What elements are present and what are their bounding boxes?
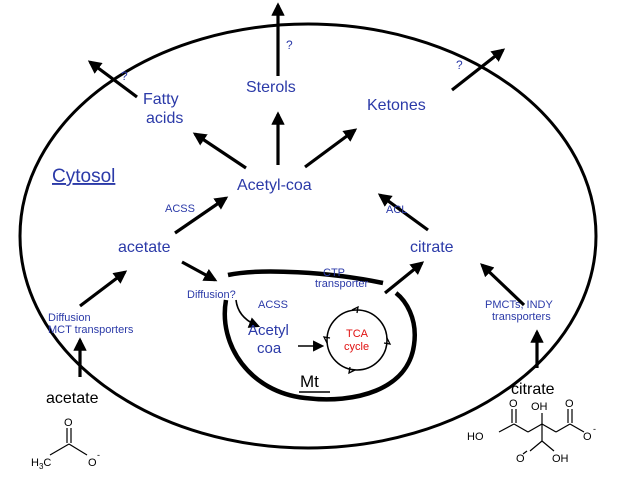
acetate-h3c: H3C [31, 457, 51, 471]
acetate-minus-charge: - [97, 450, 100, 460]
arrow-fatty-acids-out [87, 60, 138, 99]
acetate-bond-ch3 [49, 443, 70, 456]
acetate-bond-co-minus [68, 443, 88, 456]
mt-label: Mt [300, 372, 319, 391]
arrow-acetate-to-acetylcoa [174, 196, 229, 235]
citrate-bond-2 [513, 423, 529, 433]
mito-acetyl-coa-label-line1: Acetyl [248, 322, 289, 339]
arrow-acetate-diffusion [181, 260, 218, 282]
mitochondrion-membrane-top [227, 269, 384, 286]
arrow-to-ketones [304, 128, 358, 169]
acetate-label: acetate [118, 239, 171, 256]
external-citrate-label: citrate [511, 381, 555, 398]
diffusion-mct-label-line2: MCT transporters [48, 324, 134, 336]
citrate-bond-3 [527, 423, 543, 433]
citrate-bottom-bonds [522, 450, 528, 455]
citrate-label: citrate [410, 239, 454, 256]
tca-label-line1: TCA [346, 328, 369, 340]
acss-cytosol-label: ACSS [165, 203, 195, 215]
acl-label: ACL [386, 204, 407, 216]
acetyl-coa-label: Acetyl-coa [237, 177, 312, 194]
acss-mito-label: ACSS [258, 299, 288, 311]
acetate-o-top: O [64, 417, 73, 429]
acetate-o-minus: O [88, 457, 97, 469]
citrate-o-minus-right: O [583, 431, 592, 443]
citrate-o-right: O [565, 398, 574, 410]
citrate-structure [498, 409, 585, 452]
citrate-bond-8 [541, 440, 555, 452]
unknown-mark-fatty-acids: ? [121, 69, 128, 83]
arrow-pmct-to-citrate [480, 263, 526, 307]
arrow-mito-acetate-to-acetylcoa [235, 299, 261, 328]
cytosol-label: Cytosol [52, 166, 115, 187]
mitochondrion-membrane-outer [222, 291, 417, 402]
citrate-bond-4 [541, 423, 557, 433]
pathway-arrows [73, 2, 544, 377]
arrow-ctp-to-citrate [383, 261, 425, 295]
pmct-indy-label-line1: PMCTs, INDY [485, 299, 554, 311]
citrate-double-bottom-1 [522, 450, 528, 455]
ketones-label: Ketones [367, 97, 426, 114]
arrow-citrate-to-acetylcoa [377, 193, 429, 232]
diffusion-question-label: Diffusion? [187, 289, 236, 301]
citrate-minus-charge: - [593, 424, 596, 434]
tca-cycle-arrow-3 [348, 366, 356, 375]
tca-cycle-arrow-4 [322, 336, 331, 344]
cell-membrane [18, 22, 598, 450]
mitochondrion [222, 269, 417, 402]
arrow-diffusion-to-acetate [79, 270, 128, 308]
citrate-bond-7 [529, 440, 543, 452]
citrate-ho-left: HO [467, 431, 484, 443]
external-acetate-label: acetate [46, 390, 99, 407]
unknown-mark-ketones: ? [456, 58, 463, 72]
diffusion-mct-label-line1: Diffusion [48, 312, 91, 324]
citrate-oh-bottom: OH [552, 453, 569, 465]
tca-label-line2: cycle [344, 341, 369, 353]
citrate-bond-1 [498, 423, 515, 433]
tca-cycle-arrow-2 [383, 337, 392, 345]
pmct-indy-label-line2: transporters [492, 311, 551, 323]
unknown-mark-sterols: ? [286, 38, 293, 52]
mito-arrows [235, 299, 325, 352]
tca-cycle [322, 305, 392, 375]
arrow-ketones-out [451, 48, 506, 92]
tca-cycle-circle [326, 309, 388, 371]
citrate-bond-6 [569, 423, 585, 433]
fatty-acids-label-line2: acids [146, 110, 183, 127]
arrow-to-fatty-acids [192, 132, 247, 170]
tca-cycle-arrow-1 [351, 305, 359, 314]
fatty-acids-label-line1: Fatty [143, 91, 179, 108]
citrate-structure-labels: OH O O HO O - O OH [467, 398, 596, 465]
ctp-label-line1: CTP [323, 267, 345, 279]
citrate-oh-top: OH [531, 401, 548, 413]
ctp-label-line2: transporter [315, 278, 369, 290]
citrate-o-left: O [509, 398, 518, 410]
mito-acetyl-coa-label-line2: coa [257, 340, 282, 357]
acetate-structure: O H3C O - [31, 417, 100, 471]
sterols-label: Sterols [246, 79, 296, 96]
citrate-o-bottom: O [516, 453, 525, 465]
citrate-bond-5 [555, 423, 571, 433]
